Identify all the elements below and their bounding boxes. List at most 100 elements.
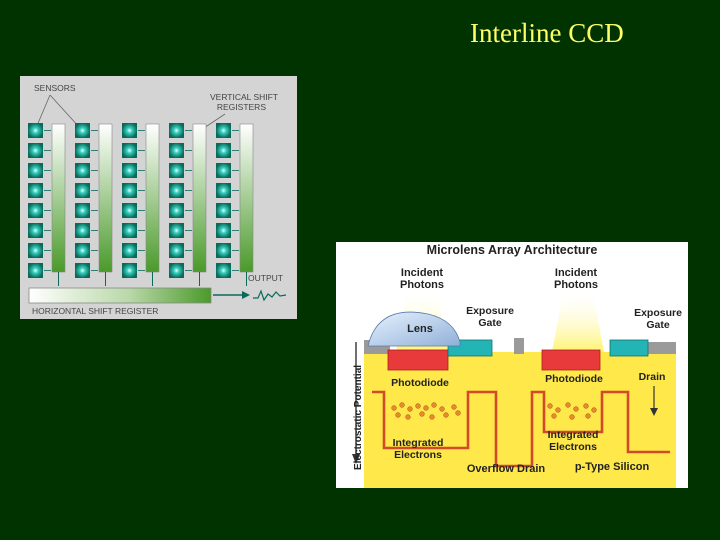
vsr-label-line1: VERTICAL SHIFT	[210, 92, 278, 102]
sensor-pixel	[169, 123, 184, 138]
photodiode-right-label: Photodiode	[545, 373, 603, 385]
sensor-pixel	[216, 223, 231, 238]
vertical-shift-register	[192, 123, 207, 273]
integrated-electrons-dots	[391, 402, 597, 420]
integrated-left-line1: Integrated	[393, 437, 444, 449]
sensor-pixel	[216, 243, 231, 258]
sensor-pixel	[122, 263, 137, 278]
sensor-pixel	[216, 263, 231, 278]
electron-dot	[423, 405, 429, 411]
ccd-columns	[28, 123, 254, 286]
sensor-pixel	[28, 223, 43, 238]
incident-left-line1: Incident	[401, 267, 444, 279]
electron-dot	[429, 414, 435, 420]
potential-axis-head	[352, 454, 360, 464]
hsr-label: HORIZONTAL SHIFT REGISTER	[32, 306, 158, 316]
silicon-label: p-Type Silicon	[575, 461, 650, 473]
lens-label: Lens	[407, 323, 433, 335]
electron-dot	[431, 402, 437, 408]
electron-dot	[451, 404, 457, 410]
electron-dot	[395, 412, 401, 418]
photodiode-right	[541, 349, 601, 371]
sensor-pixel	[75, 223, 90, 238]
vertical-shift-register	[98, 123, 113, 273]
potential-axis-label: Electrostatic Potential	[353, 365, 364, 470]
exposure-gate-left-line2: Gate	[478, 317, 502, 329]
electron-dot	[405, 414, 411, 420]
sensor-pixel	[122, 163, 137, 178]
incident-left-line2: Photons	[400, 279, 444, 291]
sensor-pixel	[122, 243, 137, 258]
exposure-gate-left-line1: Exposure	[466, 305, 514, 317]
sensor-pixel	[169, 223, 184, 238]
photon-beam-right	[552, 288, 604, 352]
sensor-pixel	[216, 203, 231, 218]
electron-dot	[573, 406, 579, 412]
sensor-pixel	[169, 163, 184, 178]
sensor-pixel	[122, 123, 137, 138]
electron-dot	[551, 413, 557, 419]
vsr-label-line2: REGISTERS	[217, 102, 266, 112]
sensor-pixel	[122, 183, 137, 198]
integrated-left-line2: Electrons	[394, 449, 442, 461]
output-label: OUTPUT	[248, 273, 283, 283]
sensor-pixel	[28, 203, 43, 218]
sensor-pixel	[122, 223, 137, 238]
output-arrow-head	[242, 291, 250, 299]
sensor-pixel	[75, 243, 90, 258]
integrated-right-line2: Electrons	[549, 441, 597, 453]
photodiode-left	[387, 349, 449, 371]
electron-dot	[455, 410, 461, 416]
sensor-pixel	[75, 163, 90, 178]
output-signal-icon	[253, 289, 287, 302]
exposure-gate-right-line2: Gate	[646, 319, 670, 331]
sensor-pixel	[216, 143, 231, 158]
electron-dot	[565, 402, 571, 408]
electron-dot	[439, 406, 445, 412]
vsr-leader-line	[203, 113, 226, 129]
sensor-pixel	[28, 243, 43, 258]
sensor-pixel	[216, 123, 231, 138]
horizontal-shift-register	[28, 287, 212, 304]
vertical-shift-register	[51, 123, 66, 273]
sensor-pixel	[122, 203, 137, 218]
sensor-pixel	[28, 123, 43, 138]
sensor-pixel	[216, 183, 231, 198]
electron-dot	[569, 414, 575, 420]
electron-dot	[391, 405, 397, 411]
overflow-drain-label: Overflow Drain	[467, 463, 546, 475]
silicon-substrate	[364, 352, 676, 488]
microlens	[367, 311, 461, 347]
microlens-title: Microlens Array Architecture	[427, 243, 598, 257]
vertical-shift-register	[145, 123, 160, 273]
electron-dot	[547, 403, 553, 409]
exposure-gate-right-line1: Exposure	[634, 307, 682, 319]
microlens-panel: Microlens Array Architecture Incident Ph…	[336, 242, 688, 488]
sensors-leader-line	[49, 94, 81, 129]
surface-block	[648, 342, 676, 354]
electron-dot	[591, 407, 597, 413]
sensor-pixel	[28, 263, 43, 278]
potential-well-line	[372, 390, 670, 468]
vertical-shift-register	[239, 123, 254, 273]
sensor-pixel	[169, 243, 184, 258]
surface-block	[514, 338, 524, 354]
sensor-pixel	[169, 143, 184, 158]
sensor-pixel	[169, 203, 184, 218]
exposure-gate-right	[609, 339, 649, 357]
drain-label: Drain	[639, 371, 666, 383]
electron-dot	[443, 412, 449, 418]
ccd-schematic: SENSORS VERTICAL SHIFT REGISTERS OUTPUT …	[28, 83, 287, 316]
sensor-pixel	[28, 143, 43, 158]
electron-dot	[555, 407, 561, 413]
electron-dot	[399, 402, 405, 408]
sensor-pixel	[169, 183, 184, 198]
sensor-pixel	[75, 143, 90, 158]
electron-dot	[585, 413, 591, 419]
sensor-pixel	[28, 183, 43, 198]
photodiode-left-label: Photodiode	[391, 377, 449, 389]
electron-dot	[415, 403, 421, 409]
sensor-pixel	[75, 263, 90, 278]
integrated-right-line1: Integrated	[548, 429, 599, 441]
drain-arrow-head	[650, 408, 658, 416]
